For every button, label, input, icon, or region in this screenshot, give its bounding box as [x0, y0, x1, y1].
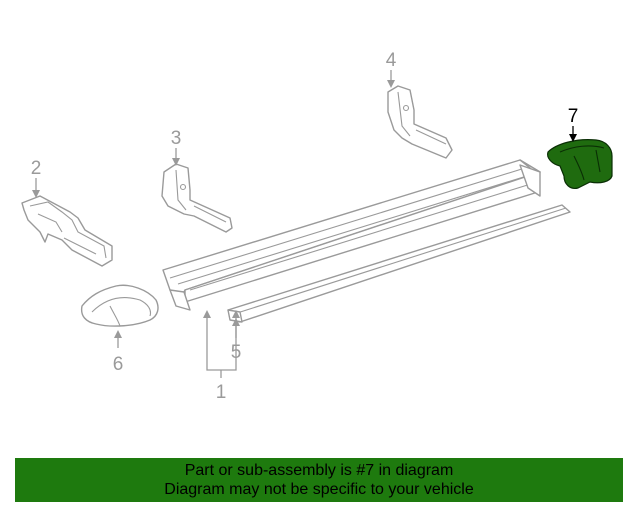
- callout-label-3: 3: [171, 128, 182, 149]
- callout-label-4: 4: [386, 50, 397, 71]
- callout-6: 6: [113, 330, 124, 375]
- callout-4: 4: [386, 50, 397, 88]
- part-4-bracket: [387, 85, 453, 159]
- callout-7: 7: [568, 106, 579, 142]
- callout-label-6: 6: [113, 354, 124, 375]
- notice-line-part: Part or sub-assembly is #7 in diagram: [184, 462, 454, 479]
- notice-line-disclaimer: Diagram may not be specific to your vehi…: [164, 481, 474, 498]
- part-7-end-cap-highlighted[interactable]: [547, 139, 613, 189]
- callout-2: 2: [31, 158, 42, 198]
- part-6-end-cap: [80, 284, 159, 327]
- callout-label-7: 7: [568, 106, 579, 127]
- callout-5: 5: [231, 318, 242, 363]
- callout-label-5: 5: [231, 342, 242, 363]
- part-1-running-board: [162, 159, 541, 311]
- callout-label-2: 2: [31, 158, 42, 179]
- callout-label-1: 1: [216, 382, 227, 403]
- parts-diagram: 1 2 3 4 5 6 7: [21, 50, 613, 403]
- part-2-bracket: [21, 195, 113, 267]
- callout-1: 1: [203, 310, 240, 403]
- part-notice-banner: Part or sub-assembly is #7 in diagram Di…: [15, 458, 623, 502]
- part-5-side-rail: [227, 204, 571, 323]
- part-3-bracket: [161, 163, 233, 233]
- callout-3: 3: [171, 128, 182, 166]
